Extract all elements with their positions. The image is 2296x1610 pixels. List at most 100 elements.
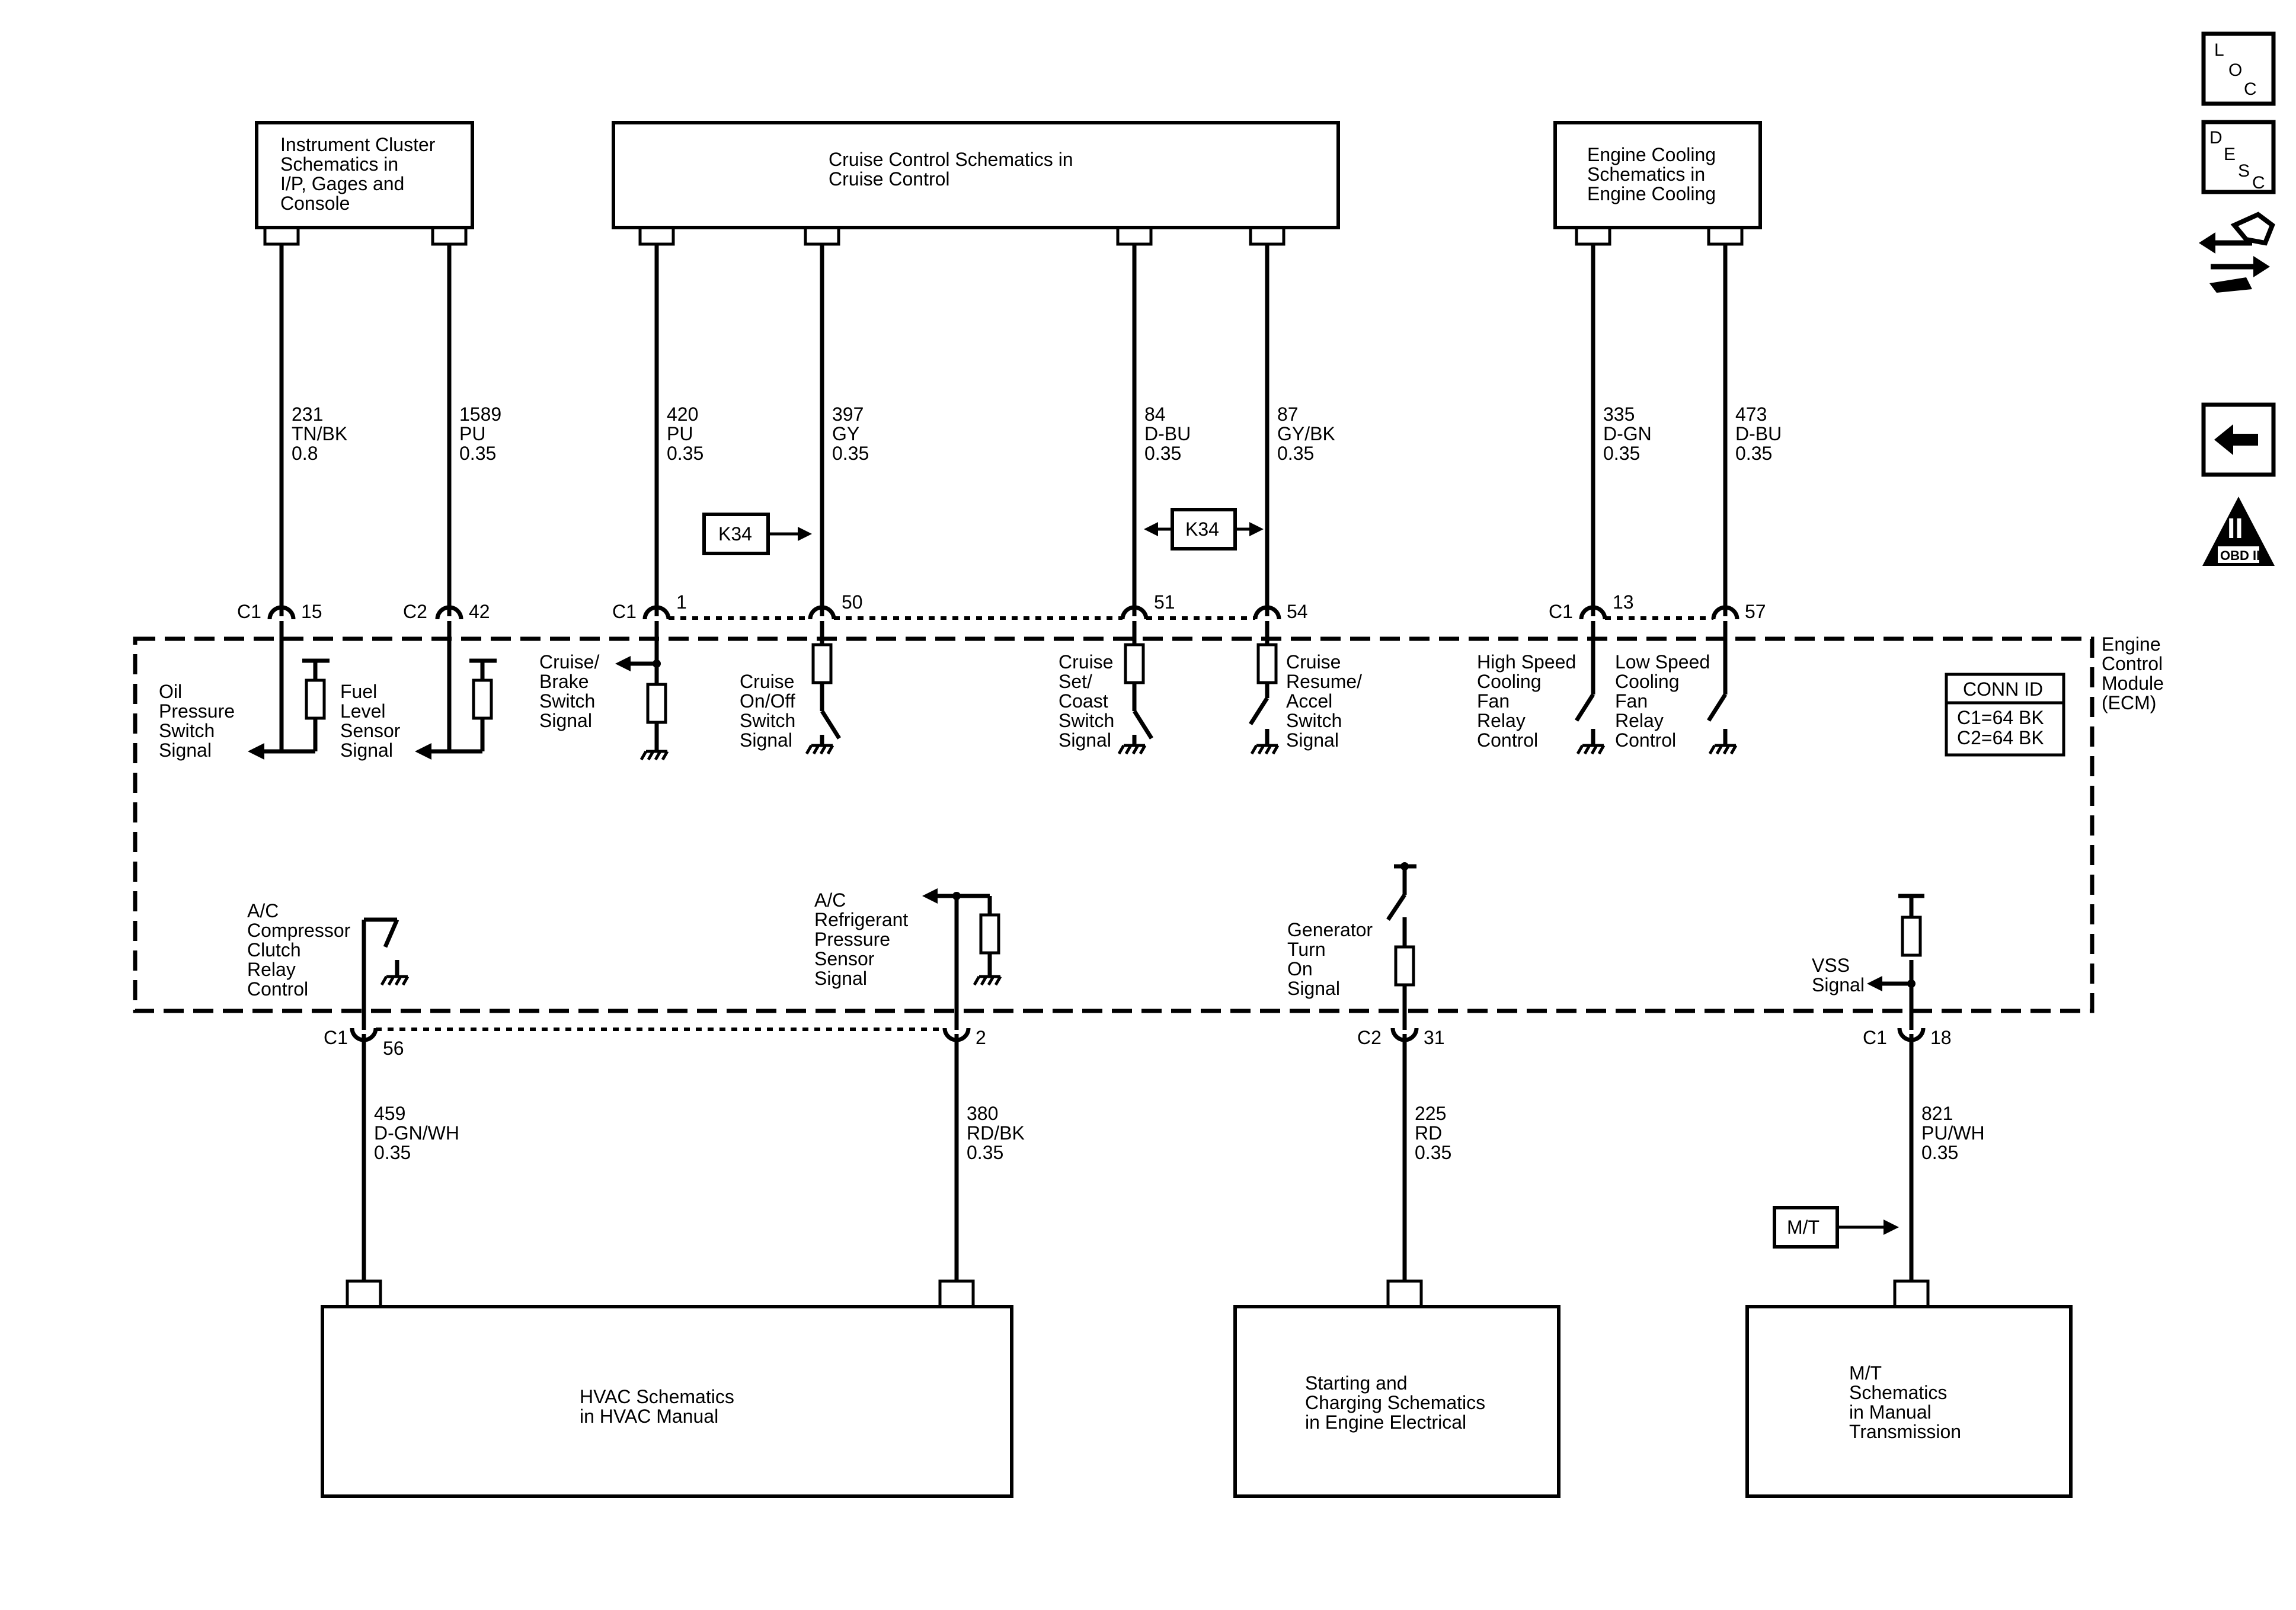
svg-text:Control: Control	[1477, 729, 1538, 751]
instrument-cluster-line-2: Schematics in	[280, 153, 398, 175]
svg-text:335: 335	[1603, 404, 1635, 425]
hvac-module[interactable]: HVAC Schematics in HVAC Manual	[321, 1305, 1013, 1498]
loc-icon[interactable]: L O C	[2201, 31, 2276, 106]
svg-text:C1: C1	[324, 1027, 348, 1048]
svg-text:42: 42	[469, 601, 490, 622]
svg-text:PU: PU	[667, 423, 693, 444]
svg-text:Control: Control	[1615, 729, 1676, 751]
cruise-set-coast-circuit	[1117, 640, 1153, 755]
svg-text:Signal: Signal	[340, 740, 393, 761]
svg-text:A/C: A/C	[247, 900, 279, 921]
generator-turn-on-circuit	[1386, 862, 1416, 1011]
svg-text:821: 821	[1921, 1103, 1953, 1124]
svg-text:1: 1	[676, 591, 687, 613]
svg-text:Signal: Signal	[740, 729, 792, 751]
k34-option-right[interactable]: K34	[1144, 508, 1264, 550]
engine-cooling-line-2: Schematics in	[1587, 164, 1705, 185]
svg-text:C1: C1	[1863, 1027, 1887, 1048]
starting-charging-module[interactable]: Starting and Charging Schematics in Engi…	[1233, 1305, 1560, 1498]
svg-text:Fuel: Fuel	[340, 681, 377, 702]
mt-module[interactable]: M/T Schematics in Manual Transmission	[1745, 1305, 2073, 1498]
svg-text:S: S	[2238, 161, 2250, 181]
svg-text:D-GN: D-GN	[1603, 423, 1652, 444]
mt-option[interactable]: M/T	[1773, 1206, 1899, 1249]
svg-text:High Speed: High Speed	[1477, 651, 1576, 673]
top-wires	[279, 244, 1728, 616]
svg-text:D-GN/WH: D-GN/WH	[374, 1122, 459, 1144]
svg-text:VSS: VSS	[1812, 955, 1850, 976]
connector-c1-1: C1 1	[612, 591, 687, 622]
engine-cooling-line-1: Engine Cooling	[1587, 144, 1716, 165]
svg-text:Compressor: Compressor	[247, 920, 351, 941]
svg-text:0.35: 0.35	[1144, 443, 1181, 464]
obd-ii-icon[interactable]: II OBD II	[2202, 497, 2275, 566]
wire-87-label: 87 GY/BK 0.35	[1277, 404, 1335, 464]
instrument-cluster-module[interactable]: Instrument Cluster Schematics in I/P, Ga…	[255, 121, 474, 229]
svg-text:On: On	[1287, 958, 1313, 980]
generator-turn-on-signal-label: Generator Turn On Signal	[1287, 919, 1373, 999]
vss-signal-label: VSS Signal	[1812, 955, 1865, 996]
connector-c2-42: C2 42	[403, 601, 490, 622]
svg-text:C2: C2	[403, 601, 427, 622]
engine-cooling-module[interactable]: Engine Cooling Schematics in Engine Cool…	[1553, 121, 1762, 229]
oil-pressure-circuit	[248, 640, 330, 760]
svg-text:E: E	[2224, 145, 2236, 164]
connector-c2-31: C2 31	[1357, 1027, 1445, 1048]
svg-text:0.35: 0.35	[1277, 443, 1314, 464]
svg-text:M/T: M/T	[1787, 1217, 1819, 1238]
svg-text:GY: GY	[832, 423, 859, 444]
svg-text:Switch: Switch	[539, 690, 595, 712]
svg-text:Signal: Signal	[539, 710, 592, 731]
svg-text:Clutch: Clutch	[247, 939, 301, 961]
connector-c1-15: C1 15	[237, 601, 322, 622]
svg-text:D: D	[2209, 128, 2223, 148]
svg-text:RD/BK: RD/BK	[967, 1122, 1025, 1144]
wire-821-label: 821 PU/WH 0.35	[1921, 1103, 1985, 1163]
cruise-on-off-switch-signal-label: Cruise On/Off Switch Signal	[740, 671, 795, 751]
oil-pressure-switch-signal-label: Oil Pressure Switch Signal	[159, 681, 235, 761]
svg-text:C: C	[2244, 79, 2257, 99]
svg-text:31: 31	[1424, 1027, 1445, 1048]
cruise-resume-accel-switch-signal-label: Cruise Resume/ Accel Switch Signal	[1286, 651, 1362, 751]
bottom-wires	[362, 1034, 1914, 1281]
svg-text:Switch: Switch	[740, 710, 795, 731]
connector-c1-13: C1 13	[1549, 591, 1634, 622]
svg-text:RD: RD	[1415, 1122, 1442, 1144]
svg-text:K34: K34	[1185, 518, 1219, 540]
svg-text:GY/BK: GY/BK	[1277, 423, 1335, 444]
svg-text:D-BU: D-BU	[1735, 423, 1782, 444]
svg-text:Signal: Signal	[1059, 729, 1111, 751]
schematic-icon[interactable]	[2199, 212, 2275, 293]
svg-text:Cooling: Cooling	[1477, 671, 1542, 692]
svg-text:Sensor: Sensor	[340, 720, 401, 741]
svg-text:II: II	[2227, 513, 2243, 545]
svg-text:in Engine Electrical: in Engine Electrical	[1305, 1411, 1466, 1433]
wire-84-label: 84 D-BU 0.35	[1144, 404, 1191, 464]
connector-c1-18: C1 18	[1863, 1027, 1952, 1048]
k34-option-left[interactable]: K34	[702, 513, 812, 555]
svg-text:CONN ID: CONN ID	[1963, 678, 2043, 700]
cruise-control-module[interactable]: Cruise Control Schematics in Cruise Cont…	[612, 121, 1340, 229]
cruise-control-line-2: Cruise Control	[829, 168, 950, 190]
svg-text:Cruise/: Cruise/	[539, 651, 599, 673]
svg-text:Signal: Signal	[1812, 974, 1865, 996]
svg-text:0.35: 0.35	[1735, 443, 1772, 464]
svg-text:Oil: Oil	[159, 681, 182, 702]
svg-text:397: 397	[832, 404, 864, 425]
svg-text:C2: C2	[1357, 1027, 1382, 1048]
svg-text:473: 473	[1735, 404, 1767, 425]
svg-text:C1: C1	[237, 601, 261, 622]
bottom-connector-tabs	[346, 1279, 1930, 1307]
svg-text:231: 231	[292, 404, 323, 425]
cruise-brake-circuit	[615, 640, 669, 761]
desc-icon[interactable]: D E S C	[2201, 120, 2276, 194]
back-arrow-icon[interactable]	[2201, 402, 2276, 477]
high-speed-cooling-fan-relay-control-label: High Speed Cooling Fan Relay Control	[1477, 651, 1576, 751]
svg-text:TN/BK: TN/BK	[292, 423, 347, 444]
svg-text:(ECM): (ECM)	[2102, 692, 2156, 713]
svg-text:Turn: Turn	[1287, 939, 1326, 960]
wire-231-label: 231 TN/BK 0.8	[292, 404, 347, 464]
svg-text:Accel: Accel	[1286, 690, 1332, 712]
svg-text:Set/: Set/	[1059, 671, 1092, 692]
